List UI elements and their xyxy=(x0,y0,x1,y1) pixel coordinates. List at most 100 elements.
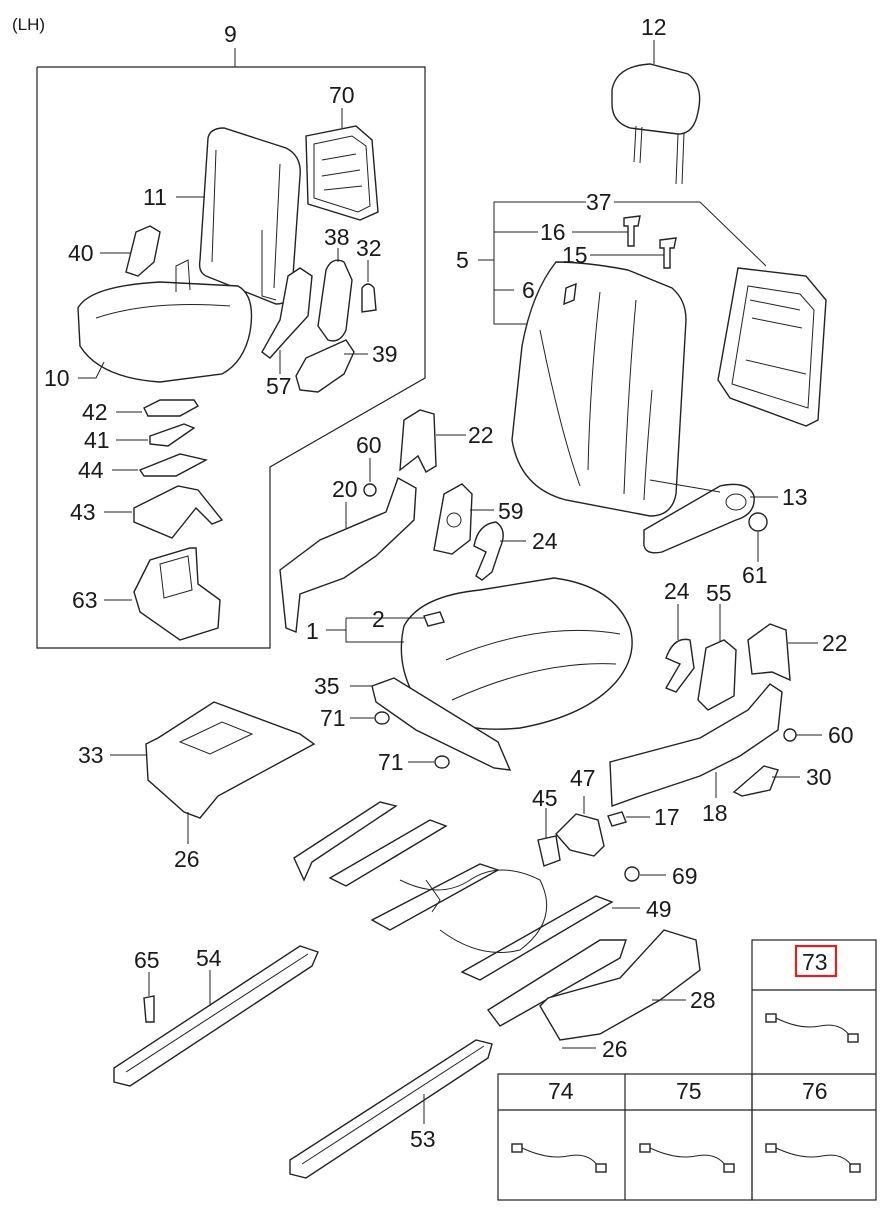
label-10: 10 xyxy=(44,365,70,391)
seat-back-11 xyxy=(198,127,301,305)
label-24b: 24 xyxy=(664,578,690,604)
label-6: 6 xyxy=(522,277,535,303)
seat-back-5 xyxy=(511,261,687,517)
bracket-47 xyxy=(555,813,605,857)
label-44: 44 xyxy=(78,457,104,483)
bracket-40 xyxy=(125,225,161,277)
harness-74 xyxy=(511,1143,607,1173)
label-1: 1 xyxy=(306,618,319,644)
label-60b: 60 xyxy=(828,722,854,748)
label-53: 53 xyxy=(410,1126,436,1152)
label-39: 39 xyxy=(372,341,398,367)
clip-71b xyxy=(434,755,450,769)
seat-frame-49 xyxy=(293,801,627,1027)
label-12: 12 xyxy=(641,14,667,40)
label-43: 43 xyxy=(70,499,96,525)
bracket-43 xyxy=(133,485,224,539)
recliner-55 xyxy=(697,639,737,711)
leader-37-bracket xyxy=(493,201,586,325)
side-label: (LH) xyxy=(12,15,45,34)
bracket-42 xyxy=(143,399,200,417)
recliner-59-hub xyxy=(446,512,462,528)
label-71b: 71 xyxy=(378,749,404,775)
label-41: 41 xyxy=(84,427,110,453)
leader-13b xyxy=(649,479,721,493)
label-30: 30 xyxy=(806,764,832,790)
label-40: 40 xyxy=(68,240,94,266)
label-11: 11 xyxy=(143,184,167,210)
clip-15 xyxy=(659,237,677,269)
leader-1-2 xyxy=(345,618,404,643)
bolt-65 xyxy=(143,995,155,1023)
frame-63 xyxy=(133,547,221,641)
armrest-13 xyxy=(643,483,755,554)
label-22a: 22 xyxy=(468,422,494,448)
rail-53 xyxy=(289,1039,493,1179)
label-60a: 60 xyxy=(356,432,382,458)
side-shield-20 xyxy=(279,476,417,633)
label-70: 70 xyxy=(329,82,355,108)
table-header-76: 76 xyxy=(802,1078,828,1104)
table-header-73: 73 xyxy=(802,949,828,975)
label-45: 45 xyxy=(532,785,558,811)
label-22b: 22 xyxy=(822,630,848,656)
front-bar-35 xyxy=(371,677,512,771)
bolt-17 xyxy=(607,811,627,827)
label-38: 38 xyxy=(324,224,350,250)
cap-60a xyxy=(363,483,377,497)
label-33: 33 xyxy=(78,742,104,768)
leader-10 xyxy=(78,361,105,379)
label-5: 5 xyxy=(456,247,469,273)
clip-16 xyxy=(623,215,641,247)
label-28: 28 xyxy=(690,987,716,1013)
cap-61 xyxy=(748,512,768,532)
label-69: 69 xyxy=(672,863,698,889)
highlight-box-73 xyxy=(794,944,838,978)
label-32: 32 xyxy=(356,235,382,261)
leader-37-to-panel xyxy=(699,201,767,267)
back-panel-70 xyxy=(305,125,379,221)
side-shield-18 xyxy=(609,683,783,807)
label-63: 63 xyxy=(72,587,98,613)
harness-73 xyxy=(765,1013,859,1043)
recliner-57 xyxy=(261,267,313,359)
cover-30 xyxy=(732,765,779,797)
label-42: 42 xyxy=(82,399,108,425)
label-57: 57 xyxy=(266,373,292,399)
label-26a: 26 xyxy=(174,846,200,872)
seat-cushion-10 xyxy=(77,259,253,383)
label-37: 37 xyxy=(586,189,612,215)
bracket-44 xyxy=(138,453,208,477)
label-47: 47 xyxy=(570,765,596,791)
label-35: 35 xyxy=(314,673,340,699)
nut-69 xyxy=(624,866,640,882)
label-24a: 24 xyxy=(532,528,558,554)
harness-76 xyxy=(765,1143,861,1173)
table-header-74: 74 xyxy=(548,1078,574,1104)
back-panel-37 xyxy=(717,267,827,427)
side-cover-22b xyxy=(747,623,791,682)
rail-54 xyxy=(113,945,319,1087)
side-cover-28 xyxy=(539,929,701,1041)
inset-box-outline xyxy=(36,66,426,649)
label-61: 61 xyxy=(742,562,768,588)
hook-24a xyxy=(473,521,504,581)
table-header-75: 75 xyxy=(676,1078,702,1104)
harness-table xyxy=(497,939,877,1201)
recliner-59 xyxy=(433,483,473,555)
side-cover-22a xyxy=(399,409,437,473)
knob-32 xyxy=(361,283,377,313)
label-17: 17 xyxy=(654,804,680,830)
label-59: 59 xyxy=(498,498,524,524)
label-65: 65 xyxy=(134,947,160,973)
label-13: 13 xyxy=(782,484,808,510)
label-16: 16 xyxy=(540,219,566,245)
headrest-12 xyxy=(611,63,701,185)
label-18: 18 xyxy=(702,800,728,826)
bracket-41 xyxy=(149,423,196,447)
cover-39 xyxy=(295,339,355,393)
hook-24b xyxy=(664,638,695,693)
label-15: 15 xyxy=(562,242,588,268)
label-54: 54 xyxy=(196,945,222,971)
